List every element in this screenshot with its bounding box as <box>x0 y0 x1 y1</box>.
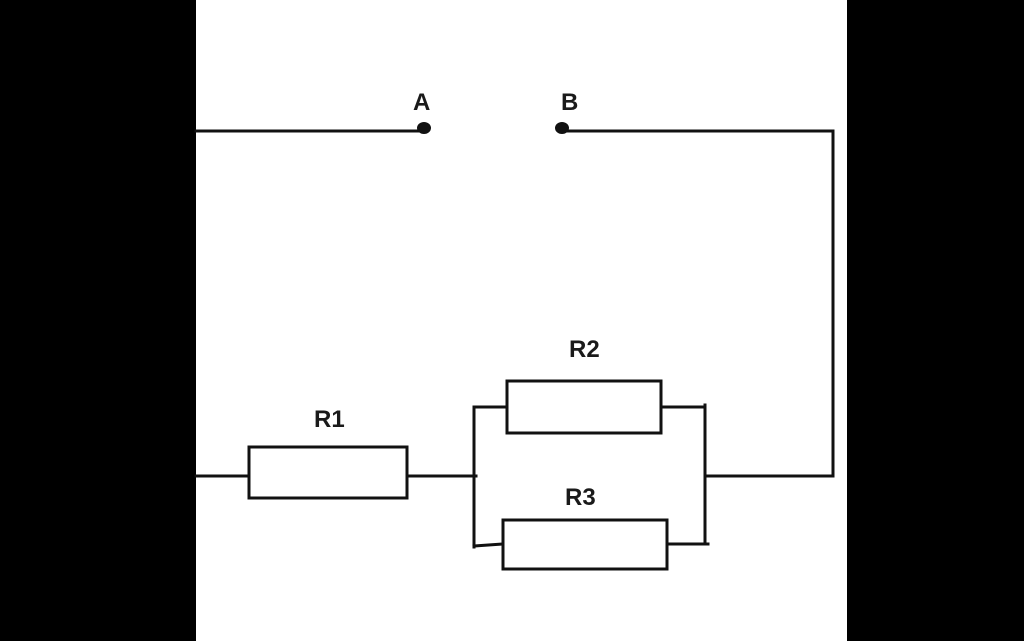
terminal-a-dot <box>417 122 431 134</box>
right-letterbox-bar <box>847 0 1024 641</box>
left-letterbox-bar <box>0 0 196 641</box>
resistor-r2 <box>505 379 663 435</box>
wire-bus-to-r3 <box>472 542 505 548</box>
resistor-r1-label: R1 <box>314 406 345 433</box>
resistor-r1 <box>247 445 409 500</box>
terminal-a-label: A <box>413 89 430 116</box>
terminal-b-dot <box>555 122 569 134</box>
resistor-r3-label: R3 <box>565 484 596 511</box>
resistor-r2-label: R2 <box>569 336 600 363</box>
terminal-b-label: B <box>561 89 578 116</box>
wire-terminal-b-to-right <box>560 129 835 478</box>
resistor-r3 <box>501 518 669 571</box>
